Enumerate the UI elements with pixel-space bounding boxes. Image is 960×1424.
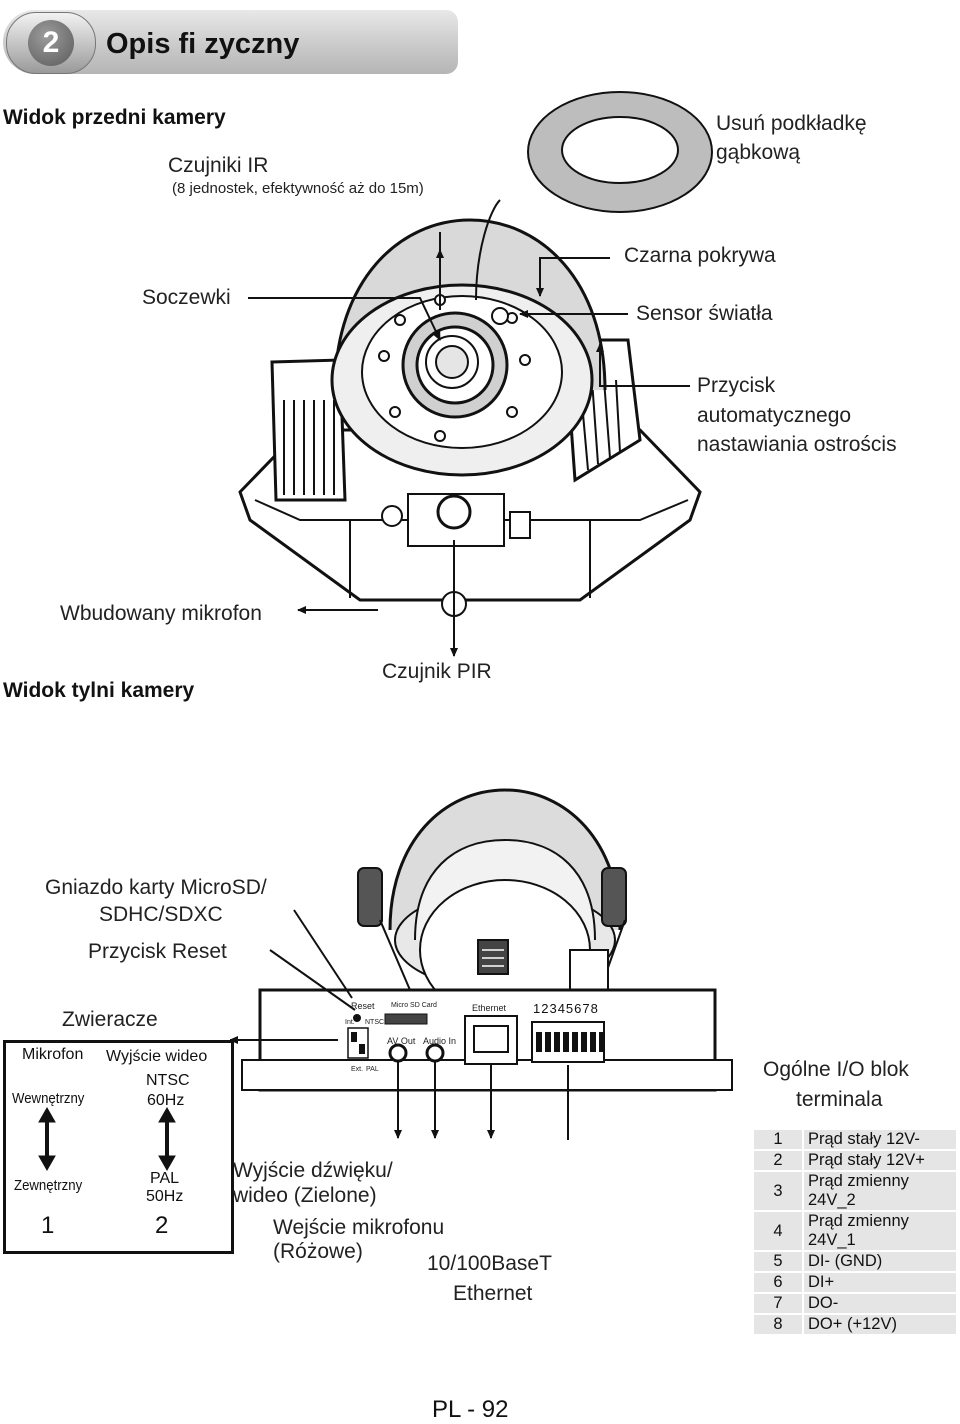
section-number: 2 bbox=[28, 20, 74, 66]
ethernet-label-2: Ethernet bbox=[453, 1282, 533, 1305]
jumper-video-title: Wyjście wideo bbox=[106, 1048, 208, 1065]
autofocus-label-2: automatycznego bbox=[697, 404, 852, 427]
mic-in-label-1: Wejście mikrofonu bbox=[273, 1216, 445, 1239]
ir-sensors-note: (8 jednostek, efektywność aż do 15m) bbox=[172, 180, 424, 197]
panel-int-label: Int. bbox=[345, 1019, 355, 1026]
pin-number: 2 bbox=[752, 1149, 804, 1172]
pin-description: Prąd zmienny 24V_2 bbox=[802, 1170, 958, 1212]
black-cover-label: Czarna pokrywa bbox=[624, 244, 776, 267]
jumper-video-pal: PAL bbox=[150, 1170, 180, 1187]
av-out-label-1: Wyjście dźwięku/ bbox=[233, 1159, 393, 1182]
pin-description: Prąd stały 12V+ bbox=[802, 1149, 958, 1172]
page-number: PL - 92 bbox=[432, 1396, 509, 1423]
pin-number: 5 bbox=[752, 1250, 804, 1273]
pin-number: 4 bbox=[752, 1210, 804, 1252]
panel-ext-label: Ext. bbox=[351, 1066, 364, 1073]
jumper-mic-number: 1 bbox=[41, 1212, 55, 1239]
mic-in-label-2: (Różowe) bbox=[273, 1240, 363, 1263]
jumper-arrows bbox=[38, 1106, 176, 1172]
jumper-video-60hz: 60Hz bbox=[147, 1092, 185, 1109]
io-title-2: terminala bbox=[796, 1088, 883, 1111]
front-view-heading: Widok przedni kamery bbox=[3, 106, 226, 129]
autofocus-label-1: Przycisk bbox=[697, 374, 776, 397]
front-camera-illustration bbox=[238, 91, 713, 657]
panel-audioin-label: Audio In bbox=[423, 1036, 457, 1046]
pin-description: Prąd zmienny 24V_1 bbox=[802, 1210, 958, 1252]
panel-pal-label: PAL bbox=[366, 1066, 379, 1073]
io-title-1: Ogólne I/O blok bbox=[763, 1058, 909, 1081]
section-title: Opis fi zyczny bbox=[106, 28, 300, 60]
panel-ethernet-label: Ethernet bbox=[472, 1003, 507, 1013]
rear-view-heading: Widok tylni kamery bbox=[3, 679, 195, 702]
jumper-mic-title: Mikrofon bbox=[22, 1046, 84, 1063]
jumper-video-number: 2 bbox=[155, 1212, 169, 1239]
jumper-mic-internal: Wewnętrzny bbox=[12, 1090, 85, 1107]
pin-description: DO- bbox=[802, 1292, 958, 1315]
remove-pad-label-2: gąbkową bbox=[716, 141, 801, 164]
jumper-settings-box bbox=[3, 1040, 234, 1254]
reset-button-label: Przycisk Reset bbox=[88, 940, 227, 963]
remove-pad-label-1: Usuń podkładkę bbox=[716, 112, 867, 135]
autofocus-label-3: nastawiania ostrościs bbox=[697, 433, 897, 456]
light-sensor-label: Sensor światła bbox=[636, 302, 773, 325]
jumpers-label: Zwieracze bbox=[62, 1008, 158, 1031]
jumper-mic-external: Zewnętrzny bbox=[14, 1177, 83, 1194]
sd-slot-label-1: Gniazdo karty MicroSD/ bbox=[45, 876, 267, 899]
pin-number: 1 bbox=[752, 1128, 804, 1151]
pin-number: 3 bbox=[752, 1170, 804, 1212]
pin-number: 6 bbox=[752, 1271, 804, 1294]
panel-ntsc-label: NTSC bbox=[365, 1019, 385, 1026]
microphone-label: Wbudowany mikrofon bbox=[60, 602, 262, 625]
panel-pins-label: 12345678 bbox=[533, 1001, 599, 1016]
panel-avout-label: AV Out bbox=[387, 1036, 416, 1046]
ir-sensors-label: Czujniki IR bbox=[168, 154, 269, 177]
pin-description: Prąd stały 12V- bbox=[802, 1128, 958, 1151]
rear-camera-illustration bbox=[230, 788, 733, 1140]
panel-reset-label: Reset bbox=[351, 1001, 375, 1011]
jumper-video-ntsc: NTSC bbox=[146, 1072, 190, 1089]
pin-number: 8 bbox=[752, 1313, 804, 1336]
av-out-label-2: wideo (Zielone) bbox=[233, 1184, 377, 1207]
lens-label: Soczewki bbox=[142, 286, 231, 309]
pin-description: DI+ bbox=[802, 1271, 958, 1294]
sd-slot-label-2: SDHC/SDXC bbox=[99, 903, 223, 926]
section-number-badge: 2 bbox=[6, 12, 96, 74]
panel-microsd-label: Micro SD Card bbox=[391, 1002, 437, 1009]
pin-description: DO+ (+12V) bbox=[802, 1313, 958, 1336]
jumper-video-50hz: 50Hz bbox=[146, 1188, 184, 1205]
ethernet-label-1: 10/100BaseT bbox=[427, 1252, 552, 1275]
pin-description: DI- (GND) bbox=[802, 1250, 958, 1273]
pir-label: Czujnik PIR bbox=[382, 660, 492, 683]
pin-number: 7 bbox=[752, 1292, 804, 1315]
